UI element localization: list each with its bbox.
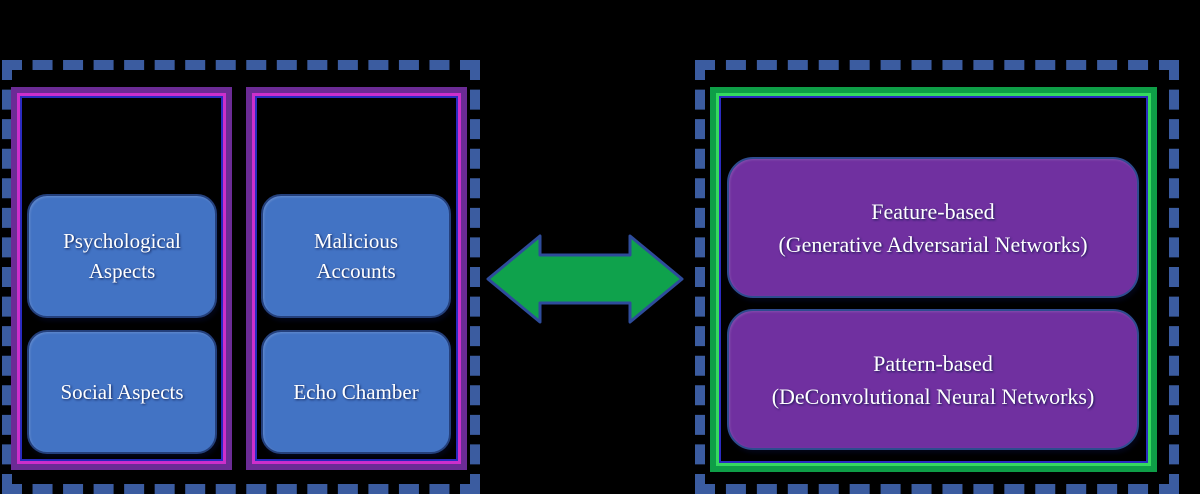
category-box-label: Psychological Aspects — [63, 228, 181, 283]
method-box-subtitle: (Generative Adversarial Networks) — [778, 231, 1088, 257]
category-box-malicious-accounts: Malicious Accounts — [261, 194, 451, 318]
method-box-subtitle: (DeConvolutional Neural Networks) — [771, 383, 1095, 409]
left-dashed-container — [2, 60, 480, 494]
left-frame-column-2 — [246, 87, 467, 470]
category-box-psychological-aspects: Psychological Aspects — [27, 194, 217, 318]
method-box-title: Feature-based — [871, 198, 995, 224]
category-box-label: Social Aspects — [60, 379, 184, 404]
double-headed-arrow-icon — [486, 232, 684, 326]
left-frame-column-1 — [11, 87, 232, 470]
method-box-feature-based: Feature-based (Generative Adversarial Ne… — [727, 157, 1139, 298]
method-box-title: Pattern-based — [873, 350, 993, 376]
category-box-label: Malicious Accounts — [314, 228, 398, 283]
right-dashed-container — [695, 60, 1179, 494]
method-box-pattern-based: Pattern-based (DeConvolutional Neural Ne… — [727, 309, 1139, 450]
right-green-frame — [710, 87, 1157, 472]
category-box-echo-chamber: Echo Chamber — [261, 330, 451, 454]
category-box-label: Echo Chamber — [293, 379, 419, 404]
category-box-social-aspects: Social Aspects — [27, 330, 217, 454]
